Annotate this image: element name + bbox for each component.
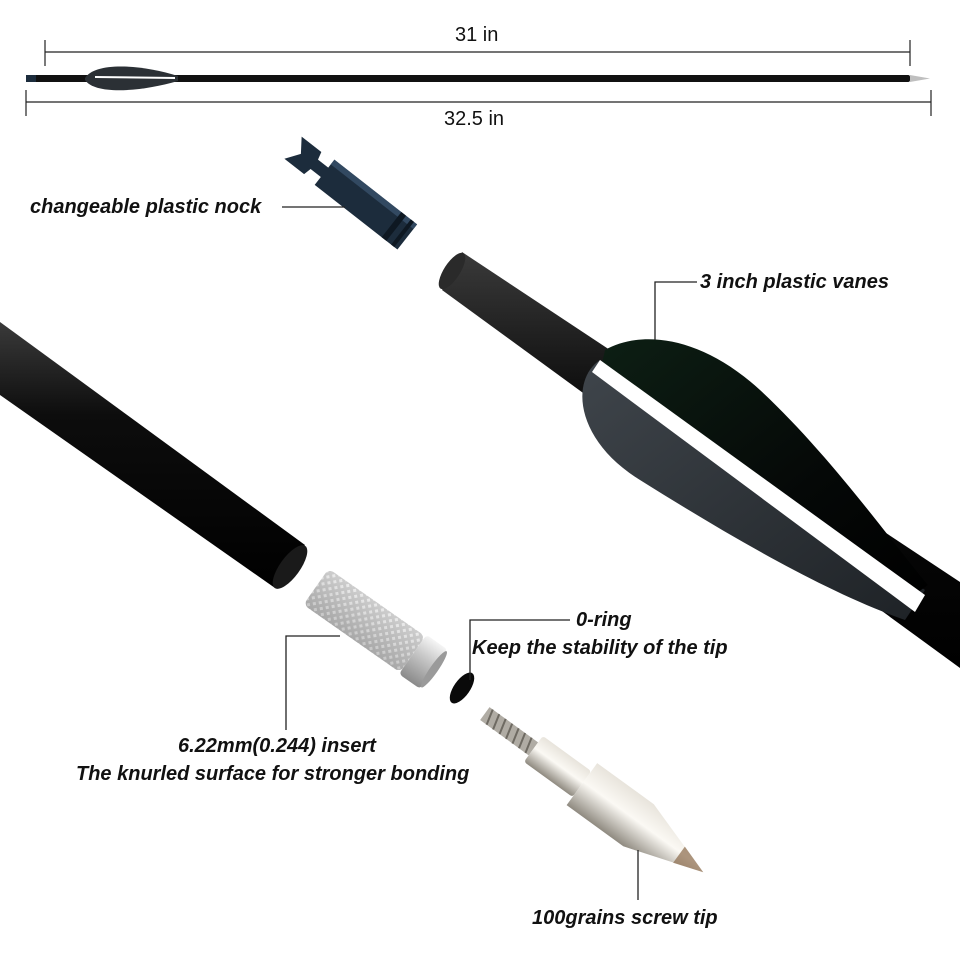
- vane-stripe: [592, 360, 925, 612]
- lower-shaft-end: [272, 545, 308, 589]
- insert-part: [305, 571, 448, 688]
- nock-part: [284, 136, 418, 250]
- nock-label: changeable plastic nock: [30, 196, 262, 218]
- screw-tip-part: [480, 707, 704, 873]
- leader-lines: [282, 206, 697, 900]
- dimension-31-label: 31 in: [455, 24, 499, 46]
- lower-shaft: [0, 322, 308, 589]
- overview-nock: [26, 75, 36, 82]
- vane-upper: [600, 339, 928, 598]
- upper-shaft-end: [438, 252, 466, 290]
- oring-leader: [469, 619, 570, 680]
- vanes-leader: [654, 281, 697, 340]
- insert-leader: [285, 635, 340, 730]
- dimension-32-5-label: 32.5 in: [444, 108, 505, 130]
- lower-shaft-body: [0, 322, 305, 588]
- overview-shaft: [30, 75, 910, 82]
- insert-title: 6.22mm(0.244) insert: [178, 735, 376, 757]
- tip-label: 100grains screw tip: [532, 907, 718, 929]
- insert-description: The knurled surface for stronger bonding: [76, 763, 470, 785]
- fletched-shaft: [438, 252, 960, 668]
- vanes-label: 3 inch plastic vanes: [700, 271, 889, 293]
- oring-title: 0-ring: [576, 609, 632, 631]
- o-ring: [449, 672, 475, 704]
- overview-vane-stripe: [94, 76, 176, 79]
- overview-tip: [910, 75, 930, 82]
- oring-description: Keep the stability of the tip: [472, 637, 728, 659]
- overview-arrow: [25, 40, 932, 116]
